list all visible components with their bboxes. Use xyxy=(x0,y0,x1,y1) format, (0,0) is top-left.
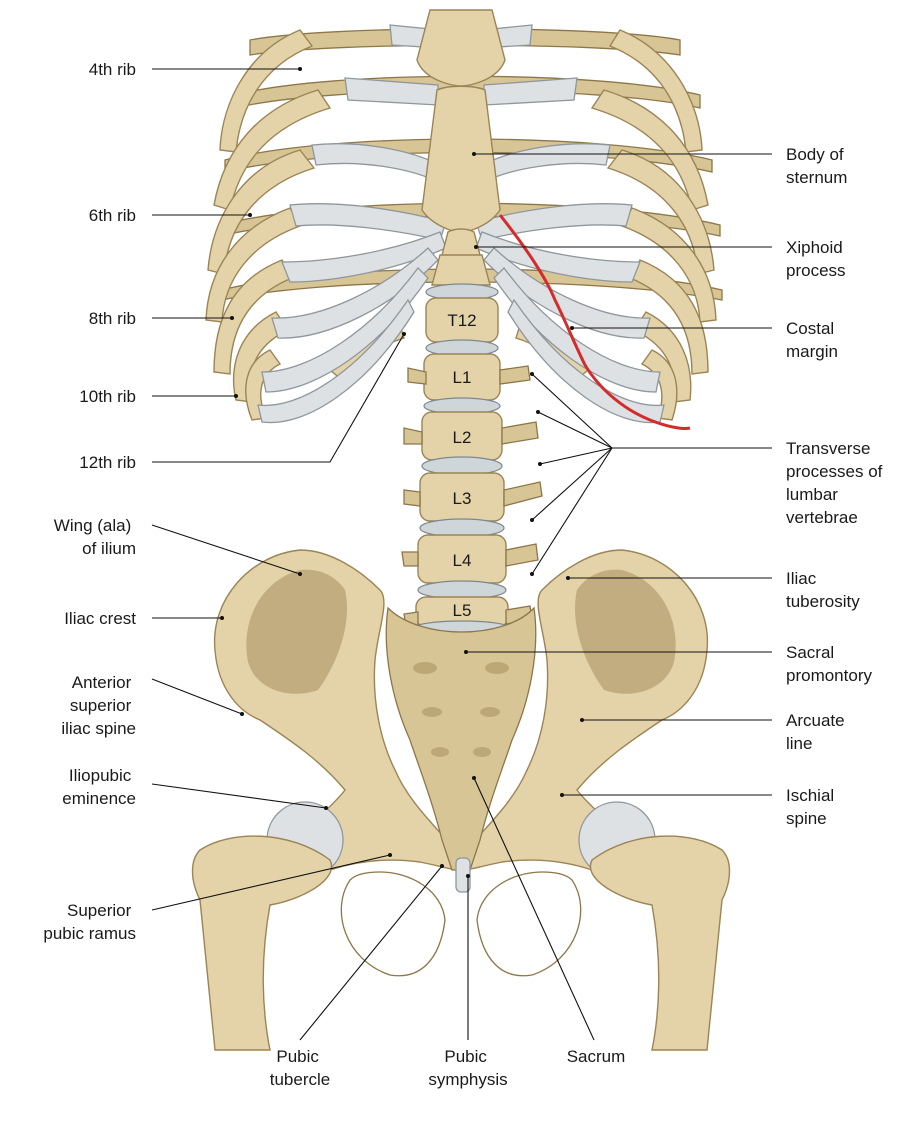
label-sacrum: Sacrum xyxy=(567,1047,626,1066)
label-iliopubic-eminence: Iliopubic eminence xyxy=(62,766,136,808)
label-body-of-sternum: Body of sternum xyxy=(786,145,848,187)
label-wing-ilium: Wing (ala) of ilium xyxy=(54,516,136,558)
leader-sacrum xyxy=(473,777,595,1041)
vertebral-column xyxy=(401,254,543,636)
label-iliac-crest: Iliac crest xyxy=(64,609,136,628)
vertebra-label-l5: L5 xyxy=(453,601,472,620)
leader-rib12 xyxy=(152,333,405,463)
ribs-right-side xyxy=(515,29,717,421)
leader-transverse-l3 xyxy=(539,447,613,465)
costal-cartilages xyxy=(257,24,665,424)
label-rib10: 10th rib xyxy=(79,387,136,406)
label-ischial-spine: Ischial spine xyxy=(786,786,839,828)
label-rib12: 12th rib xyxy=(79,453,136,472)
leader-transverse-l2 xyxy=(537,411,613,449)
leader-transverse-l5 xyxy=(531,447,613,575)
pelvis xyxy=(213,549,709,977)
vertebra-label-t12: T12 xyxy=(447,311,476,330)
label-rib6: 6th rib xyxy=(89,206,136,225)
leader-asis xyxy=(151,678,243,715)
leader-transverse-l1 xyxy=(531,373,613,449)
label-asis: Anterior superior iliac spine xyxy=(61,673,136,738)
leader-sup-pubic-ramus xyxy=(151,854,391,911)
label-pubic-symphysis: Pubic symphysis xyxy=(428,1047,507,1089)
vertebra-label-l2: L2 xyxy=(453,428,472,447)
leader-lines xyxy=(151,67,772,1041)
label-rib8: 8th rib xyxy=(89,309,136,328)
leader-iliopubic xyxy=(151,783,327,809)
label-costal-margin: Costal margin xyxy=(786,319,839,361)
leader-transverse-l4 xyxy=(531,447,613,521)
label-superior-pubic-ramus: Superior pubic ramus xyxy=(43,901,136,943)
label-sacral-promontory: Sacral promontory xyxy=(786,643,872,685)
leader-pubic-tubercle xyxy=(299,865,443,1041)
vertebra-label-l4: L4 xyxy=(453,551,472,570)
labels: 4th rib 6th rib 8th rib 10th rib 12th ri… xyxy=(43,60,887,1089)
label-xiphoid-process: Xiphoid process xyxy=(786,238,847,280)
vertebra-label-l3: L3 xyxy=(453,489,472,508)
vertebra-label-l1: L1 xyxy=(453,368,472,387)
label-pubic-tubercle: Pubic tubercle xyxy=(270,1047,330,1089)
label-transverse-processes: Transverse processes of lumbar vertebrae xyxy=(786,439,887,527)
label-iliac-tuberosity: Iliac tuberosity xyxy=(786,569,860,611)
leader-wing-ilium xyxy=(151,524,301,575)
label-rib4: 4th rib xyxy=(89,60,136,79)
femurs xyxy=(191,801,731,1051)
costal-margin-line xyxy=(498,214,691,430)
skeleton-illustration: T12 L1 L2 L3 L4 L5 xyxy=(191,9,731,1051)
label-arcuate-line: Arcuate line xyxy=(786,711,849,753)
